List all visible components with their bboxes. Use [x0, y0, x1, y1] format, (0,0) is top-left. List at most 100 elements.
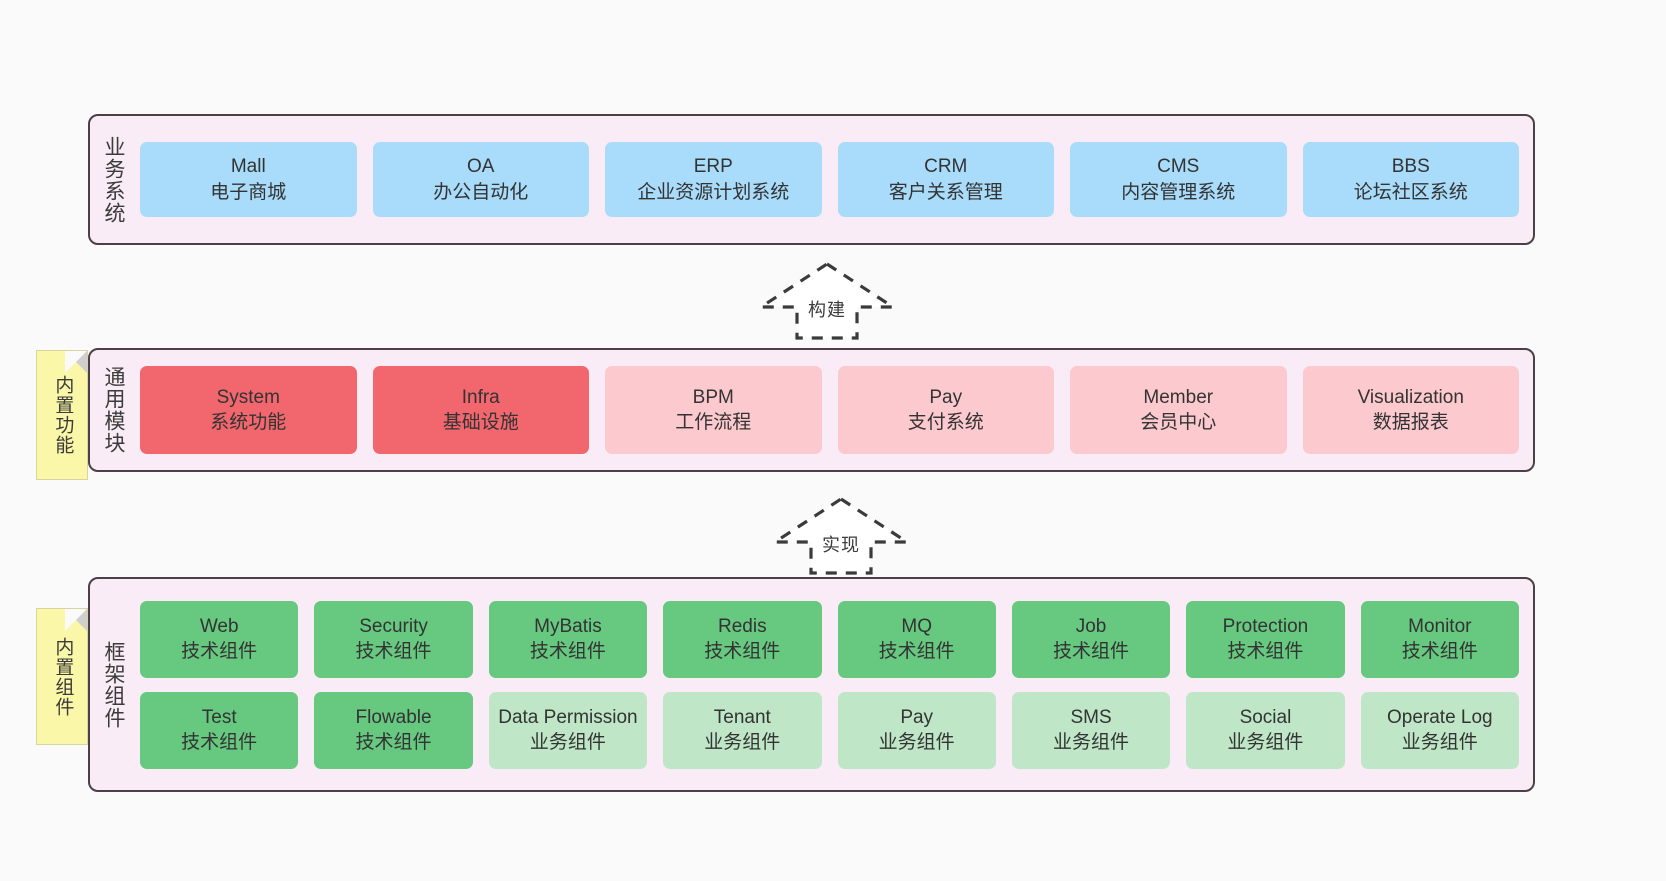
box-subtitle: 业务组件: [1227, 732, 1304, 753]
box-subtitle: 内容管理系统: [1121, 181, 1236, 203]
framework-box-test[interactable]: Test 技术组件: [140, 691, 299, 769]
business-box-mall[interactable]: Mall 电子商城: [140, 142, 357, 217]
box-subtitle: 业务组件: [704, 732, 781, 753]
box-title: Test: [201, 706, 237, 728]
module-box-pay[interactable]: Pay 支付系统: [837, 366, 1054, 454]
framework-box-sms[interactable]: SMS 业务组件: [1011, 691, 1171, 769]
business-box-crm[interactable]: CRM 客户关系管理: [837, 142, 1054, 217]
box-title: Operate Log: [1386, 706, 1493, 728]
box-subtitle: 业务组件: [1053, 732, 1130, 753]
framework-box-social[interactable]: Social 业务组件: [1186, 691, 1345, 769]
box-title: BBS: [1391, 156, 1430, 178]
box-subtitle: 业务组件: [1401, 732, 1478, 753]
framework-box-web[interactable]: Web 技术组件: [140, 600, 299, 678]
box-title: System: [216, 386, 280, 408]
box-title: Tenant: [713, 706, 771, 728]
framework-box-operate-log[interactable]: Operate Log 业务组件: [1360, 691, 1519, 769]
box-subtitle: 会员中心: [1140, 412, 1217, 433]
box-subtitle: 业务组件: [529, 732, 606, 753]
framework-box-flowable[interactable]: Flowable 技术组件: [314, 691, 473, 769]
box-subtitle: 基础设施: [442, 412, 519, 433]
box-subtitle: 系统功能: [210, 412, 287, 433]
framework-box-mq[interactable]: MQ 技术组件: [837, 600, 996, 678]
box-title: CRM: [924, 156, 968, 178]
box-subtitle: 客户关系管理: [888, 181, 1003, 203]
module-box-infra[interactable]: Infra 基础设施: [372, 366, 589, 454]
box-title: Mall: [230, 156, 266, 178]
framework-box-pay[interactable]: Pay 业务组件: [837, 691, 996, 769]
box-title: Web: [199, 615, 239, 637]
box-subtitle: 技术组件: [181, 732, 258, 753]
box-title: Infra: [461, 386, 500, 408]
box-title: Protection: [1222, 615, 1309, 637]
note-builtin-components: 内置组件: [36, 608, 88, 745]
note-builtin-functions: 内置功能: [36, 350, 88, 480]
box-title: Pay: [900, 706, 934, 728]
box-title: Monitor: [1408, 615, 1472, 637]
business-box-oa[interactable]: OA 办公自动化: [372, 142, 589, 217]
framework-box-data-permission[interactable]: Data Permission 业务组件: [488, 691, 648, 769]
box-title: ERP: [693, 156, 733, 178]
box-subtitle: 技术组件: [355, 732, 432, 753]
framework-box-tenant[interactable]: Tenant 业务组件: [663, 691, 822, 769]
box-title: OA: [467, 156, 495, 178]
box-title: Member: [1143, 386, 1214, 408]
framework-box-job[interactable]: Job 技术组件: [1011, 600, 1171, 678]
box-subtitle: 业务组件: [878, 732, 955, 753]
box-subtitle: 支付系统: [907, 412, 984, 433]
arrow-build-label: 构建: [808, 300, 846, 320]
module-box-bpm[interactable]: BPM 工作流程: [605, 366, 822, 454]
business-box-erp[interactable]: ERP 企业资源计划系统: [605, 142, 822, 217]
box-subtitle: 技术组件: [181, 641, 258, 662]
business-box-cms[interactable]: CMS 内容管理系统: [1070, 142, 1287, 217]
arrow-implement-label: 实现: [822, 535, 860, 555]
layer-title-modules: 通用模块: [101, 366, 125, 454]
box-title: Job: [1075, 615, 1107, 637]
arrow-build: 构建: [757, 260, 897, 342]
box-title: Data Permission: [498, 706, 638, 728]
box-title: Visualization: [1357, 386, 1464, 408]
box-subtitle: 技术组件: [878, 641, 955, 662]
box-subtitle: 工作流程: [675, 412, 752, 433]
module-box-visualization[interactable]: Visualization 数据报表: [1302, 366, 1519, 454]
box-subtitle: 办公自动化: [433, 181, 529, 203]
framework-box-monitor[interactable]: Monitor 技术组件: [1360, 600, 1519, 678]
layer-title-framework: 框架组件: [101, 640, 125, 729]
box-title: MQ: [901, 615, 932, 637]
box-title: Social: [1239, 706, 1292, 728]
note-fold-cut: [65, 351, 87, 373]
business-box-bbs[interactable]: BBS 论坛社区系统: [1302, 142, 1519, 217]
box-subtitle: 电子商城: [210, 181, 287, 203]
module-box-member[interactable]: Member 会员中心: [1070, 366, 1287, 454]
note-builtin-functions-label: 内置功能: [52, 375, 74, 455]
box-subtitle: 数据报表: [1372, 412, 1449, 433]
box-title: MyBatis: [534, 615, 602, 637]
box-title: SMS: [1070, 706, 1112, 728]
box-title: BPM: [692, 386, 734, 408]
box-title: Pay: [929, 386, 963, 408]
box-subtitle: 企业资源计划系统: [637, 181, 790, 203]
box-subtitle: 技术组件: [704, 641, 781, 662]
layer-common-modules: 通用模块 System 系统功能 Infra 基础设施 BPM 工作流程 Pay 支付系统 Me…: [88, 348, 1535, 472]
framework-box-redis[interactable]: Redis 技术组件: [663, 600, 822, 678]
framework-box-protection[interactable]: Protection 技术组件: [1186, 600, 1345, 678]
module-box-system[interactable]: System 系统功能: [140, 366, 357, 454]
box-subtitle: 技术组件: [1227, 641, 1304, 662]
box-title: Flowable: [355, 706, 432, 728]
box-subtitle: 论坛社区系统: [1353, 181, 1468, 203]
box-subtitle: 技术组件: [1053, 641, 1130, 662]
box-title: Redis: [718, 615, 767, 637]
arrow-implement: 实现: [771, 495, 911, 577]
module-box-list: System 系统功能 Infra 基础设施 BPM 工作流程 Pay 支付系统 Member 会…: [136, 350, 1533, 470]
box-title: CMS: [1157, 156, 1200, 178]
box-subtitle: 技术组件: [1401, 641, 1478, 662]
note-fold-cut: [65, 609, 87, 631]
